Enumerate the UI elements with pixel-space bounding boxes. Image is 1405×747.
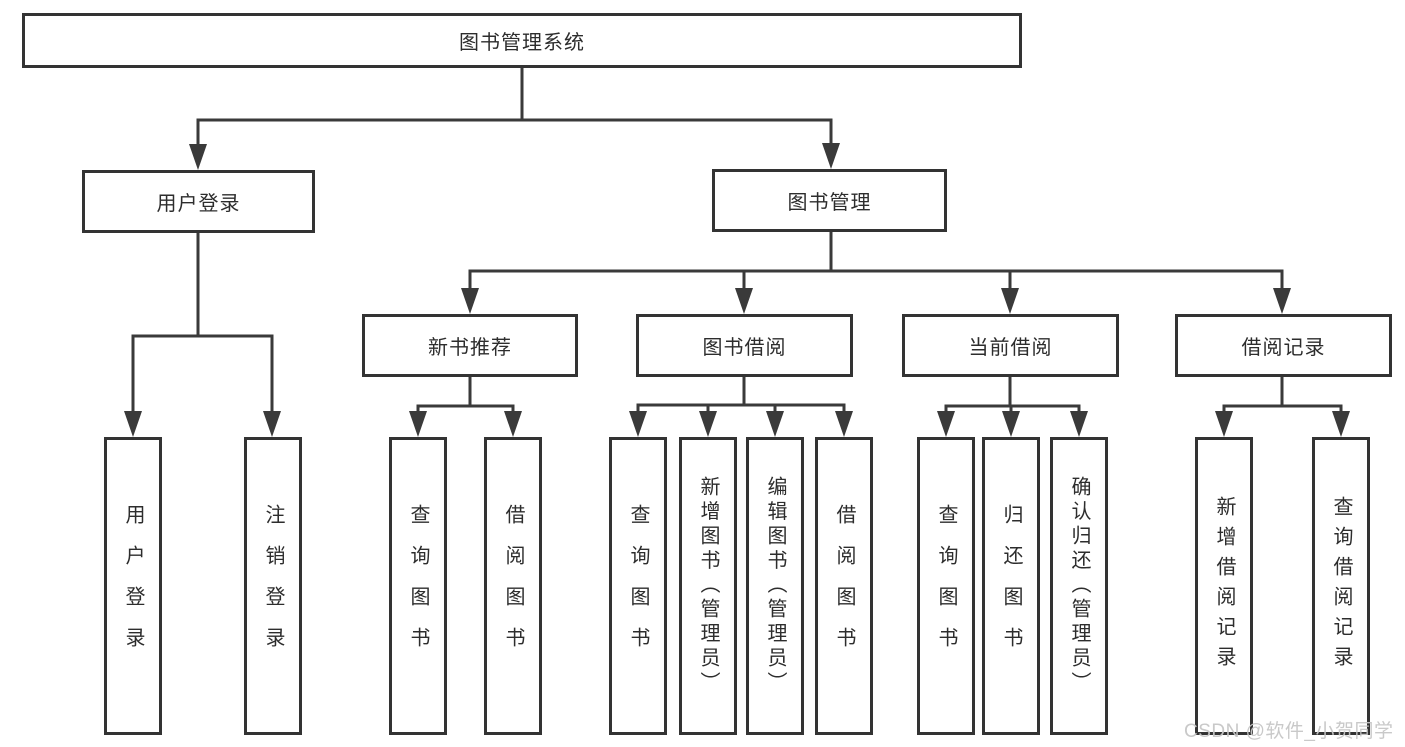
node-current-borrow-label: 当前借阅 <box>968 337 1053 359</box>
leaf-confirm-return-admin-label: 确认归还（管理员） <box>1068 476 1090 696</box>
leaf-query-books-recommend-label: 查询图书 <box>407 504 429 668</box>
leaf-borrow-books-borrow: 借阅图书 <box>815 437 873 735</box>
node-borrow-records: 借阅记录 <box>1175 314 1392 377</box>
leaf-add-book-admin-label: 新增图书（管理员） <box>697 476 719 696</box>
node-new-book-recommend: 新书推荐 <box>362 314 578 377</box>
leaf-return-books: 归还图书 <box>982 437 1040 735</box>
leaf-query-books-borrow: 查询图书 <box>609 437 667 735</box>
node-user-login-label: 用户登录 <box>156 193 241 215</box>
leaf-borrow-books-recommend: 借阅图书 <box>484 437 542 735</box>
leaf-query-borrow-record: 查询借阅记录 <box>1312 437 1370 735</box>
leaf-confirm-return-admin: 确认归还（管理员） <box>1050 437 1108 735</box>
leaf-edit-book-admin: 编辑图书（管理员） <box>746 437 804 735</box>
node-book-management: 图书管理 <box>712 169 947 232</box>
node-user-login: 用户登录 <box>82 170 315 233</box>
leaf-add-borrow-record-label: 新增借阅记录 <box>1213 496 1235 676</box>
leaf-logout: 注销登录 <box>244 437 302 735</box>
leaf-user-login-label: 用户登录 <box>122 504 144 668</box>
leaf-query-books-recommend: 查询图书 <box>389 437 447 735</box>
leaf-borrow-books-recommend-label: 借阅图书 <box>502 504 524 668</box>
leaf-user-login: 用户登录 <box>104 437 162 735</box>
leaf-logout-label: 注销登录 <box>262 504 284 668</box>
node-new-book-recommend-label: 新书推荐 <box>428 337 512 359</box>
leaf-query-borrow-record-label: 查询借阅记录 <box>1330 496 1352 676</box>
node-borrow-records-label: 借阅记录 <box>1241 337 1326 359</box>
node-book-borrow-label: 图书借阅 <box>702 337 787 359</box>
node-book-borrow: 图书借阅 <box>636 314 853 377</box>
leaf-add-borrow-record: 新增借阅记录 <box>1195 437 1253 735</box>
leaf-query-books-current: 查询图书 <box>917 437 975 735</box>
node-book-management-label: 图书管理 <box>787 192 872 214</box>
leaf-return-books-label: 归还图书 <box>1000 504 1022 668</box>
node-library-system: 图书管理系统 <box>22 13 1022 68</box>
watermark-text: CSDN @软件_小贺同学 <box>1184 721 1394 742</box>
leaf-add-book-admin: 新增图书（管理员） <box>679 437 737 735</box>
node-current-borrow: 当前借阅 <box>902 314 1119 377</box>
leaf-query-books-borrow-label: 查询图书 <box>627 504 649 668</box>
leaf-borrow-books-borrow-label: 借阅图书 <box>833 504 855 668</box>
leaf-edit-book-admin-label: 编辑图书（管理员） <box>764 476 786 696</box>
node-library-system-label: 图书管理系统 <box>459 32 585 54</box>
leaf-query-books-current-label: 查询图书 <box>935 504 957 668</box>
